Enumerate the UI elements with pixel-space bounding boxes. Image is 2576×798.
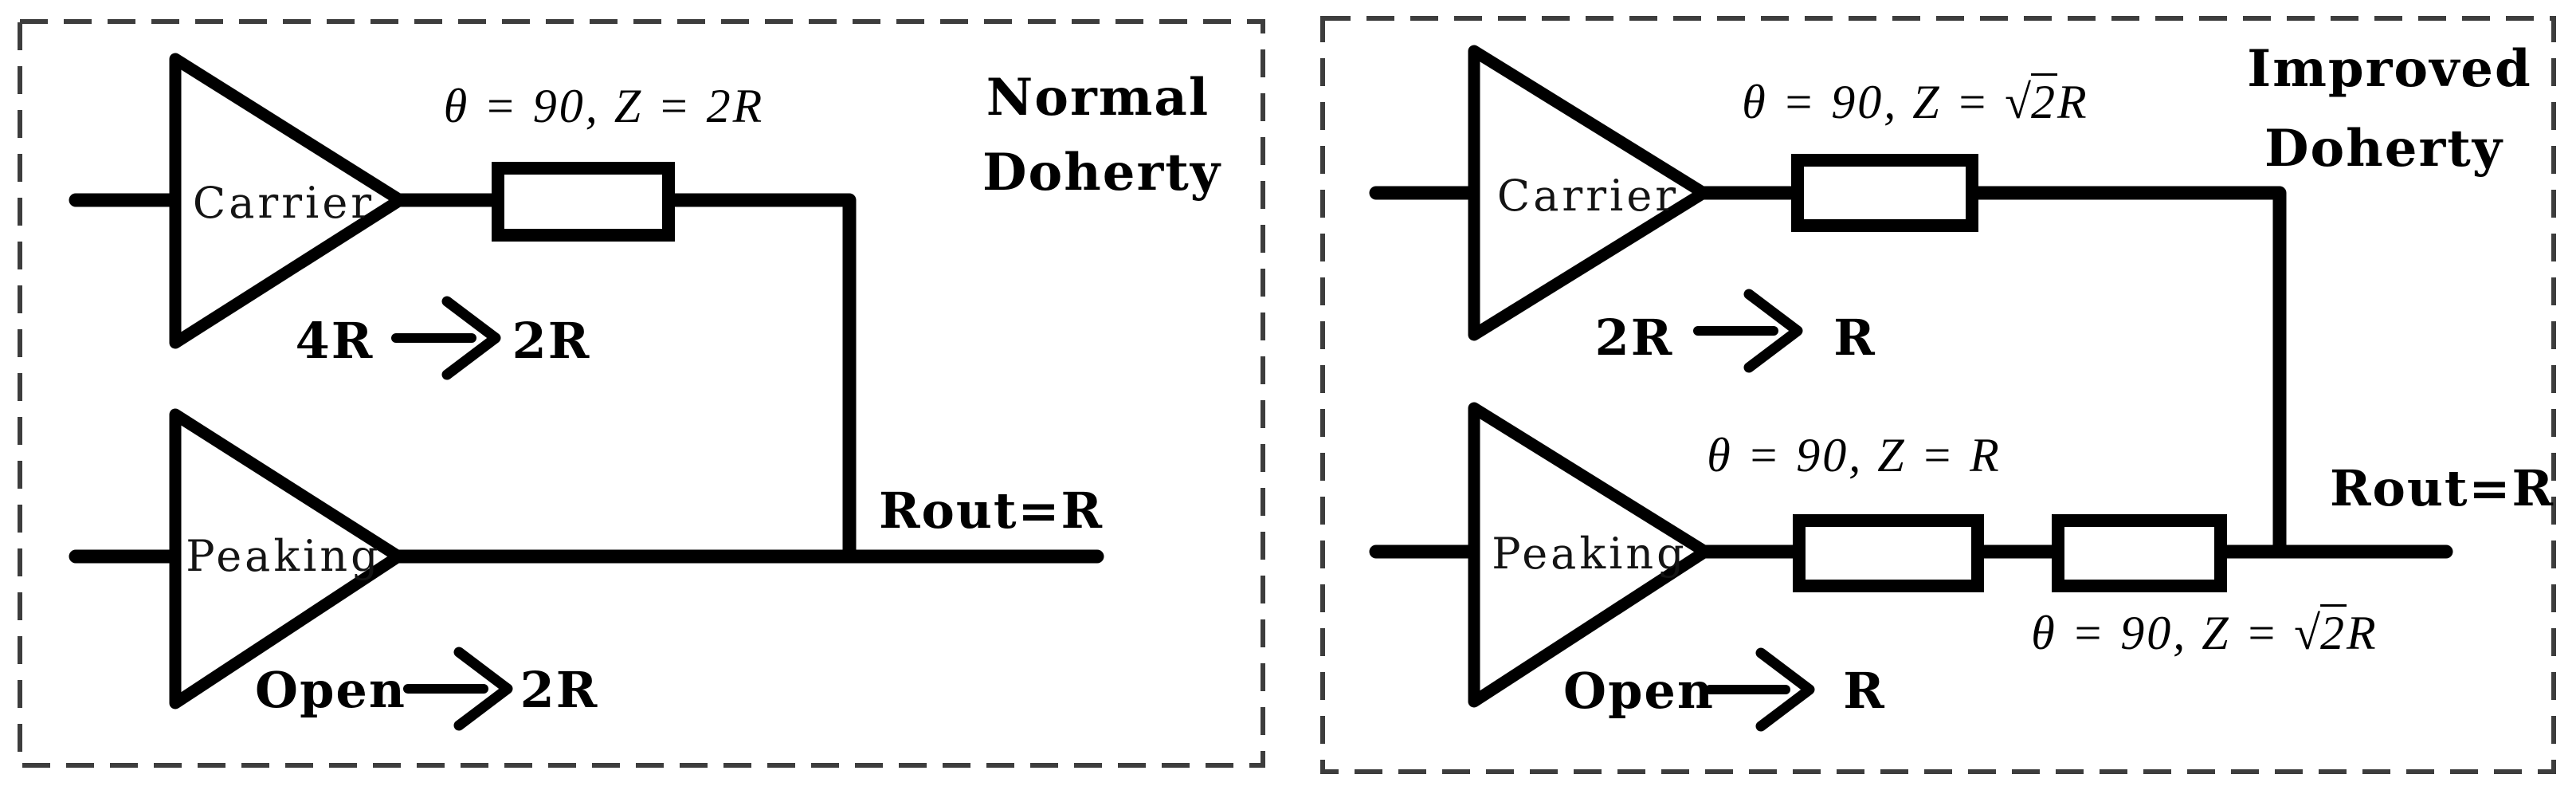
peaking-tl-box-1	[1793, 514, 1984, 592]
peaking-impedance-to: 2R	[520, 661, 599, 719]
peaking-amplifier-label: Peaking	[1492, 529, 1688, 579]
sqrt-radicand: 2	[2031, 76, 2058, 128]
output-load-label: Rout=R	[2329, 459, 2555, 517]
tl-label-suffix: R	[2057, 76, 2089, 128]
panel-title-line2: Doherty	[982, 143, 1221, 202]
panel-title-line1: Normal	[986, 68, 1210, 128]
peaking-match-arrow-head	[453, 647, 513, 731]
carrier-tl-label: θ = 90, Z = √2R	[1684, 30, 2088, 174]
carrier-match-arrow-head	[1743, 289, 1803, 373]
carrier-impedance-from: 2R	[1594, 309, 1674, 367]
peaking-impedance-from: Open	[255, 661, 406, 719]
carrier-impedance-to: 2R	[512, 312, 591, 370]
carrier-amplifier-label: Carrier	[192, 178, 375, 228]
peaking-match-arrow-head	[1755, 647, 1815, 732]
output-load-label: Rout=R	[878, 482, 1104, 540]
tl-label-suffix: R	[2347, 607, 2378, 659]
carrier-amplifier-label: Carrier	[1496, 171, 1680, 221]
panel-border	[1320, 16, 2556, 774]
carrier-tl-box	[492, 162, 675, 242]
carrier-match-arrow-head	[441, 296, 501, 380]
sqrt-radicand: 2	[2320, 607, 2347, 659]
carrier-amplifier-triangle	[1468, 45, 1710, 341]
peaking-tl-box-2	[2052, 514, 2227, 592]
sqrt-sign: √	[2294, 607, 2323, 659]
peaking-amplifier-label: Peaking	[186, 531, 382, 581]
peaking-tl2-label: θ = 90, Z = √2R	[1974, 561, 2378, 705]
carrier-impedance-to: R	[1833, 309, 1876, 367]
carrier-tl-box	[1791, 154, 1978, 232]
peaking-amplifier-triangle	[1468, 402, 1711, 708]
tl-label-prefix: θ = 90, Z =	[1742, 76, 2006, 128]
peaking-tl1-label: θ = 90, Z = R	[1707, 429, 2002, 482]
carrier-amplifier-triangle	[169, 53, 406, 349]
peaking-amplifier-triangle	[169, 408, 405, 710]
sqrt-sign: √	[2005, 76, 2034, 128]
carrier-impedance-from: 4R	[295, 312, 374, 370]
peaking-impedance-from: Open	[1563, 662, 1715, 720]
panel-title-line2: Doherty	[2264, 119, 2503, 179]
tl-label-prefix: θ = 90, Z =	[2031, 607, 2295, 659]
panel-border	[18, 19, 1265, 768]
carrier-tl-label: θ = 90, Z = 2R	[443, 80, 765, 132]
peaking-impedance-to: R	[1843, 662, 1886, 720]
improved-doherty-panel	[1320, 16, 2556, 774]
normal-doherty-panel	[18, 19, 1265, 768]
panel-title-line1: Improved	[2247, 39, 2532, 99]
